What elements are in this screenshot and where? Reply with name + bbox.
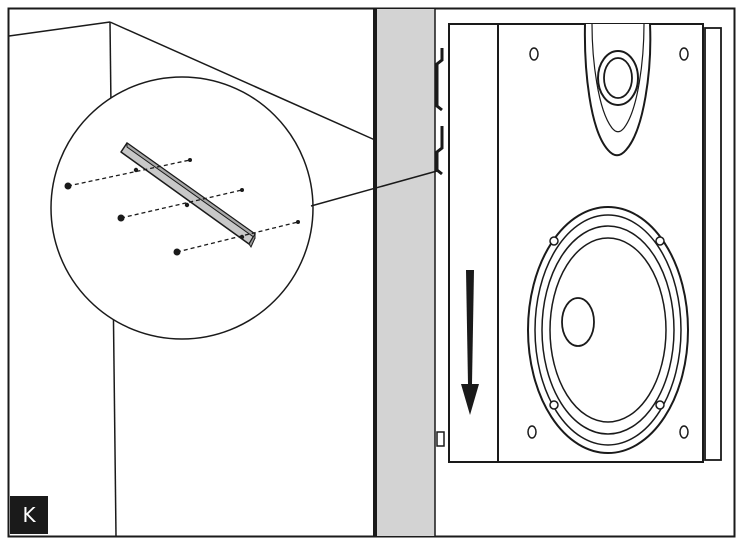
screw-icon (188, 158, 192, 162)
screw-icon (117, 214, 125, 222)
down-arrow-icon (461, 270, 479, 415)
woofer-icon (527, 206, 689, 454)
baffle-screw-icon (679, 47, 689, 61)
screw-icon (173, 248, 181, 256)
wall-section (375, 9, 435, 536)
outer-frame (7, 7, 736, 538)
baffle-screw-icon (679, 425, 689, 439)
screw-icon (240, 188, 244, 192)
screw-icon (64, 182, 72, 190)
detail-leader-line (310, 170, 438, 207)
baffle-screw-icon (529, 47, 539, 61)
detail-magnifier (50, 76, 438, 340)
detail-circle (50, 76, 314, 340)
screws (64, 158, 300, 256)
step-label: K (10, 496, 48, 534)
wall-bracket-profile (435, 48, 445, 447)
speaker-cabinet (448, 23, 722, 463)
screw-icon (296, 220, 300, 224)
baffle-screw-icon (527, 425, 537, 439)
